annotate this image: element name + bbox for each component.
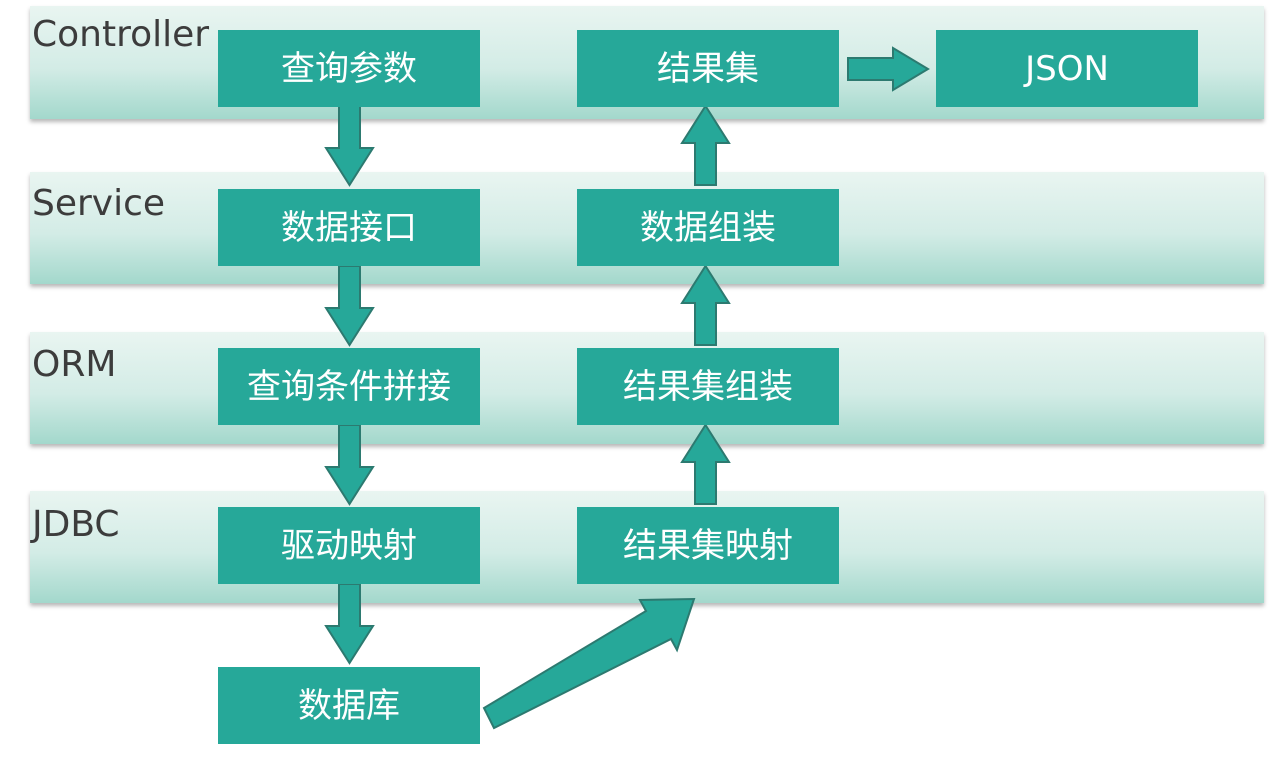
jdbc-layer-label: JDBC [32,504,120,545]
node-driver-mapping: 驱动映射 [218,507,480,584]
node-resultset-mapping: 结果集映射 [577,507,839,584]
arrow-database-to-resultset-mapping [482,597,696,730]
arrow-resultset-to-json [847,46,930,92]
node-query-condition: 查询条件拼接 [218,348,480,425]
arrow-query-params-to-data-interface [324,105,375,187]
node-json: JSON [936,30,1198,107]
controller-layer-label: Controller [32,14,210,55]
service-layer-label: Service [32,183,166,224]
arrow-query-condition-to-driver-mapping [324,424,375,506]
node-database: 数据库 [218,667,480,744]
node-data-assembly: 数据组装 [577,189,839,266]
orm-layer-label: ORM [32,344,117,385]
arrow-driver-mapping-to-database [324,583,375,665]
node-query-params: 查询参数 [218,30,480,107]
node-resultset-assembly: 结果集组装 [577,348,839,425]
arrow-resultset-mapping-to-resultset-assembly [680,423,731,505]
node-data-interface: 数据接口 [218,189,480,266]
arrow-resultset-assembly-to-data-assembly [680,264,731,346]
arrow-data-assembly-to-resultset [680,104,731,186]
node-resultset: 结果集 [577,30,839,107]
arrow-data-interface-to-query-condition [324,265,375,347]
